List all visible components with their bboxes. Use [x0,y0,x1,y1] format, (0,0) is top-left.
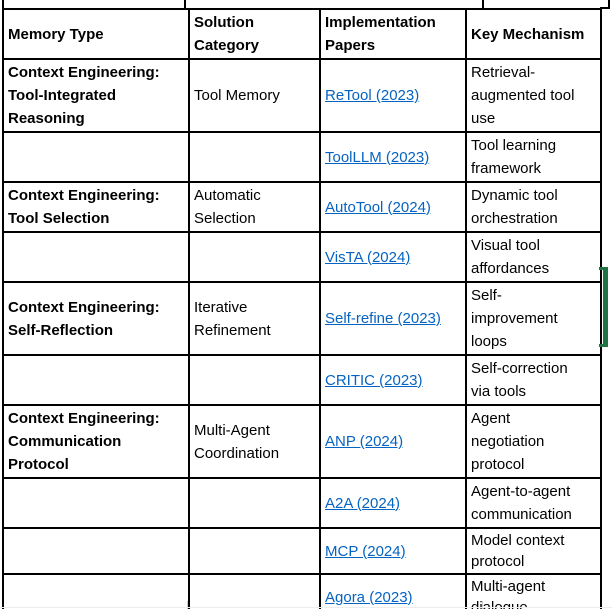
paper-link[interactable]: MCP (2024) [325,542,406,560]
table-row: ToolLLM (2023) Tool learning framework [2,131,602,183]
paper-cell: Agora (2023) [319,573,467,609]
solution-category-cell: Automatic Selection [188,181,321,233]
memory-type-cell: Context Engineering: Communication Proto… [2,404,190,479]
mechanism-cell: Multi-agent dialogue [465,573,602,609]
table-row: Context Engineering: Tool-Integrated Rea… [2,58,602,133]
solution-category-cell: Tool Memory [188,58,321,133]
solution-category-cell [188,354,321,406]
memory-type-cell: Context Engineering: Self-Reflection [2,281,190,356]
memory-type-cell [2,131,190,183]
table-row: MCP (2024) Model context protocol [2,527,602,575]
column-header-solution-category: Solution Category [188,8,321,60]
paper-cell: ANP (2024) [319,404,467,479]
mechanism-cell: Agent negotiation protocol [465,404,602,479]
paper-link[interactable]: ToolLLM (2023) [325,148,430,166]
mechanism-cell: Dynamic tool orchestration [465,181,602,233]
paper-cell: ReTool (2023) [319,58,467,133]
mechanism-cell: Tool learning framework [465,131,602,183]
paper-cell: A2A (2024) [319,477,467,529]
gridline [0,607,612,608]
mechanism-cell: Self-correction via tools [465,354,602,406]
solution-category-cell: Iterative Refinement [188,281,321,356]
memory-type-cell [2,573,190,609]
paper-cell: ToolLLM (2023) [319,131,467,183]
paper-cell: AutoTool (2024) [319,181,467,233]
gridline-tick [482,0,484,8]
gridline-tick [482,601,483,609]
memory-type-cell: Context Engineering: Tool-Integrated Rea… [2,58,190,133]
paper-link[interactable]: ANP (2024) [325,433,404,450]
mechanism-cell: Model context protocol [465,527,602,575]
memory-type-cell [2,477,190,529]
solution-category-cell [188,527,321,575]
gridline-tick [187,601,188,609]
paper-cell: VisTA (2024) [319,231,467,283]
memory-type-table: Memory Type Solution Category Implementa… [2,8,602,609]
gridline-tick [608,0,610,8]
table-row: Context Engineering: Self-Reflection Ite… [2,281,602,356]
paper-link[interactable]: CRITIC (2023) [325,371,423,389]
paper-link[interactable]: Self-refine (2023) [325,310,441,327]
memory-type-cell [2,527,190,575]
column-header-implementation-papers: Implementation Papers [319,8,467,60]
memory-type-cell: Context Engineering: Tool Selection [2,181,190,233]
paper-cell: MCP (2024) [319,527,467,575]
gridline-tick [184,0,186,8]
mechanism-cell: Agent-to-agent communication [465,477,602,529]
solution-category-cell [188,573,321,609]
solution-category-cell [188,477,321,529]
paper-link[interactable]: ReTool (2023) [325,87,420,104]
table-row: Context Engineering: Communication Proto… [2,404,602,479]
column-header-key-mechanism: Key Mechanism [465,8,602,60]
table-row: CRITIC (2023) Self-correction via tools [2,354,602,406]
table-row: VisTA (2024) Visual tool affordances [2,231,602,283]
memory-type-cell [2,231,190,283]
mechanism-cell: Retrieval- augmented tool use [465,58,602,133]
gridline-tick [600,7,610,9]
solution-category-cell [188,131,321,183]
paper-cell: Self-refine (2023) [319,281,467,356]
mechanism-cell: Visual tool affordances [465,231,602,283]
column-header-memory-type: Memory Type [2,8,190,60]
paper-cell: CRITIC (2023) [319,354,467,406]
memory-type-cell [2,354,190,406]
paper-link[interactable]: Agora (2023) [325,588,413,606]
green-bracket-annotation [599,267,608,347]
gridline-tick [2,0,4,8]
paper-link[interactable]: VisTA (2024) [325,248,411,266]
table-row: Context Engineering: Tool Selection Auto… [2,181,602,233]
solution-category-cell: Multi-Agent Coordination [188,404,321,479]
paper-link[interactable]: A2A (2024) [325,494,401,512]
solution-category-cell [188,231,321,283]
mechanism-cell: Self- improvement loops [465,281,602,356]
table-row: Agora (2023) Multi-agent dialogue [2,573,602,609]
table-row: A2A (2024) Agent-to-agent communication [2,477,602,529]
header-row: Memory Type Solution Category Implementa… [2,8,602,60]
paper-link[interactable]: AutoTool (2024) [325,198,431,216]
